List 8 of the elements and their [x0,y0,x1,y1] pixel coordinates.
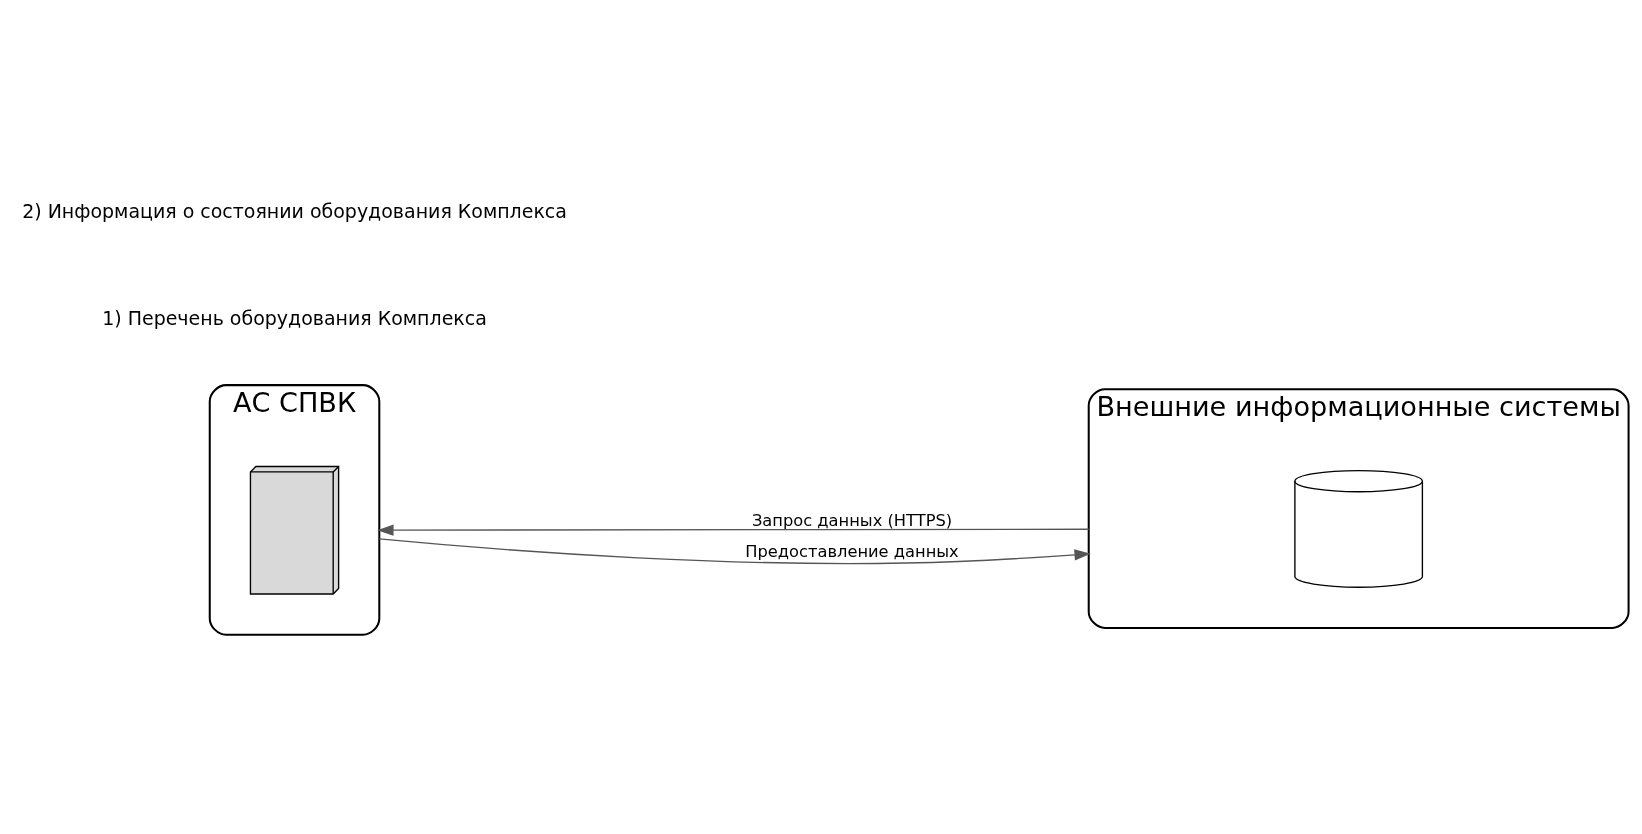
edge-label: Запрос данных (HTTPS) [751,510,952,530]
arrow [378,538,1091,565]
cluster: Внешние информационные системы [1087,388,1630,629]
edge-label: Предоставление данных [744,541,959,561]
label: 2) Информация о состоянии оборудования Комплекса [21,199,567,222]
label: 1) Перечень оборудования Комплекса [101,307,487,330]
arrow [376,524,1089,536]
cluster: АС СПВК [208,384,380,636]
